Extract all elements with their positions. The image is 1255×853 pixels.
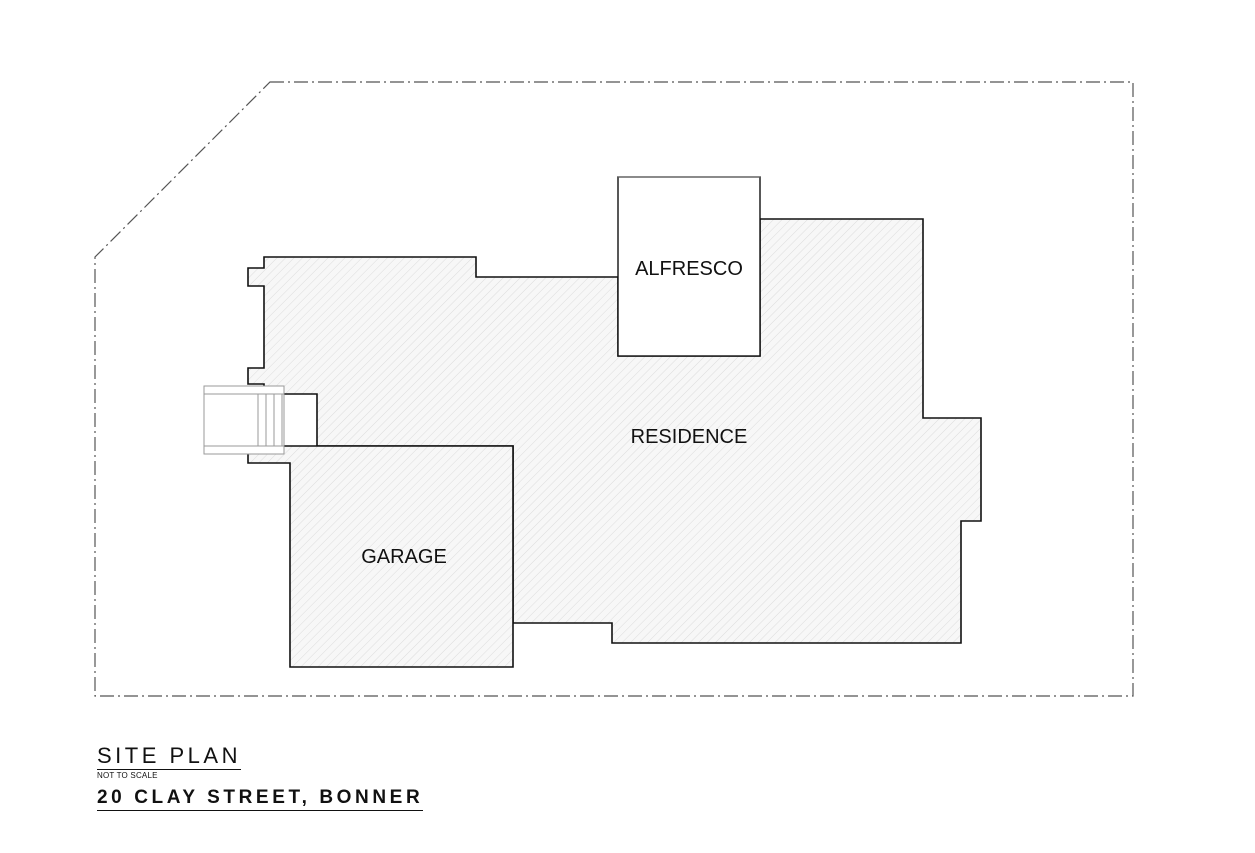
title-block: SITE PLAN NOT TO SCALE 20 CLAY STREET, B… xyxy=(97,743,424,811)
residence-label: RESIDENCE xyxy=(631,426,748,448)
drawing-title: SITE PLAN xyxy=(97,743,241,770)
scale-note: NOT TO SCALE xyxy=(97,771,158,780)
garage-label: GARAGE xyxy=(361,546,447,568)
garage-footprint xyxy=(247,445,514,668)
property-boundary xyxy=(94,81,1134,697)
alfresco-label: ALFRESCO xyxy=(635,258,743,280)
site-address: 20 CLAY STREET, BONNER xyxy=(97,787,424,811)
entry-steps xyxy=(203,385,285,455)
alfresco-footprint xyxy=(617,176,761,357)
